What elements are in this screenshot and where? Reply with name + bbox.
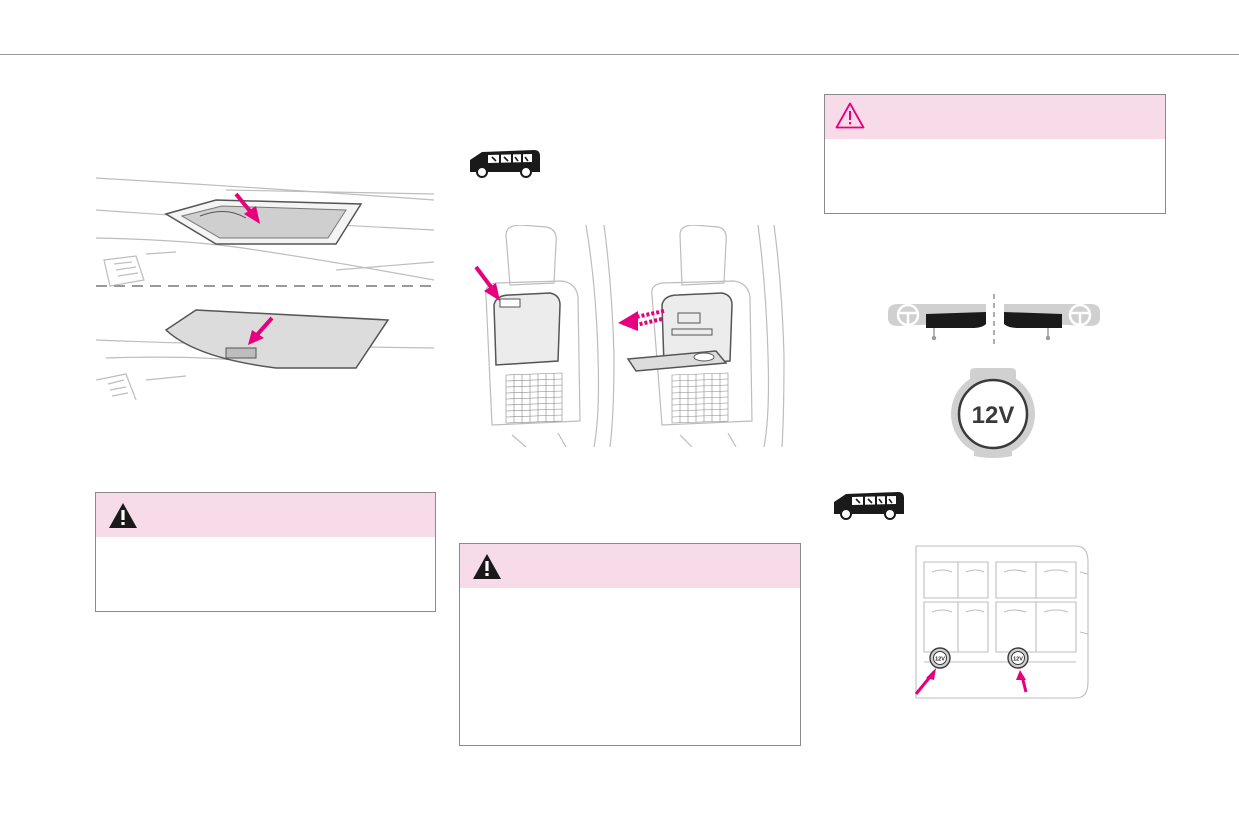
warning-header [96,493,435,537]
van-icon [834,492,904,520]
warning-header [825,95,1165,139]
warning-triangle-outline-icon [835,102,865,129]
seat-back-tray-illustration [474,225,785,447]
socket-label: 12V [972,402,1015,429]
header-rule [0,54,1239,55]
warning-box-left [95,492,436,612]
warning-header [460,544,800,588]
dashboard-storage-illustration [96,177,435,400]
warning-triangle-icon [473,554,501,579]
small-socket-label: 12V [935,657,945,663]
12v-socket-icon: 12V [951,368,1035,458]
small-socket-label: 12V [1013,657,1023,663]
warning-box-right [824,94,1166,214]
warning-box-middle [459,543,801,746]
van-icon [470,150,540,178]
lhd-rhd-dashboard-icons [888,294,1100,346]
warning-triangle-icon [109,503,137,528]
cabin-top-view-illustration: 12V 12V [914,545,1089,699]
